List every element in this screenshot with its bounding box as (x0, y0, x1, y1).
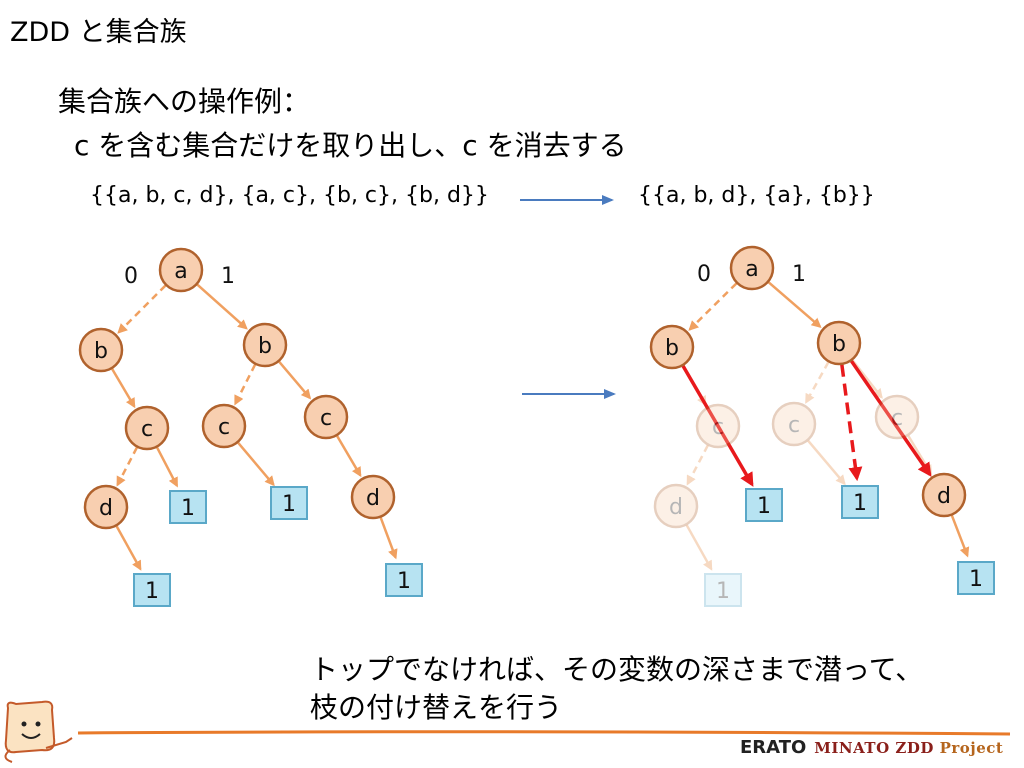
right-tree-edge-c2-t3 (807, 439, 846, 486)
set-family-before: {{a, b, c, d}, {a, c}, {b, c}, {b, d}} (90, 183, 489, 208)
slide-title: ZDD と集合族 (10, 17, 187, 48)
left-tree-edge-a-b2 (196, 283, 248, 330)
mascot-logo (4, 700, 73, 763)
left-tree-node-c2: c (201, 403, 247, 449)
node-label: 1 (716, 579, 730, 604)
node-label: c (141, 417, 153, 442)
node-label: c (788, 413, 800, 438)
right-tree-edge-label-one: 1 (792, 262, 806, 287)
right-tree-edge-a-b2 (767, 281, 822, 328)
node-label: d (669, 495, 683, 520)
left-tree-edge-b1-c1 (111, 368, 136, 409)
footer-brand: ERATO MINATO ZDD Project (740, 737, 1003, 758)
erato-logo: ERATO (740, 737, 807, 758)
right-tree-node-t1: 1 (745, 488, 783, 522)
right-tree-edge-b2-d2 (850, 360, 932, 477)
node-label: 1 (181, 496, 195, 521)
footer-minato: MINATO ZDD (814, 739, 934, 757)
right-tree-node-c2: c (771, 401, 817, 447)
node-label: b (94, 339, 108, 364)
left-tree-node-t1: 1 (169, 490, 207, 524)
node-label: d (99, 496, 113, 521)
left-tree-node-c1: c (124, 405, 170, 451)
left-tree-node-b2: b (242, 322, 288, 368)
left-tree-edge-d1-t2 (115, 525, 142, 571)
right-tree-edge-d2-t4 (950, 515, 970, 558)
node-label: 1 (969, 567, 983, 592)
right-tree-edge-c3-d2 (907, 435, 933, 476)
left-tree-node-a: a (158, 247, 204, 293)
node-label: b (665, 336, 679, 361)
left-tree-node-t3: 1 (270, 486, 308, 520)
left-tree-node-c3: c (303, 394, 349, 440)
node-label: 1 (145, 579, 159, 604)
left-tree-node-d2: d (350, 474, 396, 520)
right-tree-node-t4: 1 (957, 561, 995, 595)
right-tree-edge-label-zero: 0 (697, 262, 711, 287)
right-tree-edge-b2-c2 (805, 361, 830, 404)
section-heading: 集合族への操作例： (58, 85, 311, 118)
right-tree-edge-a-b1 (688, 282, 738, 331)
node-label: b (258, 334, 272, 359)
node-label: 1 (282, 492, 296, 517)
right-tree-node-d2: d (921, 472, 967, 518)
right-tree-node-t3: 1 (841, 485, 879, 519)
left-tree-edge-label-zero: 0 (124, 264, 138, 289)
left-tree-edge-c1-d1 (116, 446, 138, 487)
node-label: b (832, 332, 846, 357)
set-family-after: {{a, b, d}, {a}, {b}} (638, 183, 875, 208)
right-tree-node-c1: c (695, 403, 741, 449)
left-tree-node-d1: d (83, 484, 129, 530)
node-label: c (218, 415, 230, 440)
left-tree-edge-c3-d2 (336, 435, 362, 478)
right-tree-node-d1: d (653, 483, 699, 529)
right-tree-node-a: a (729, 245, 775, 291)
node-label: d (937, 484, 951, 509)
node-label: c (891, 406, 903, 431)
left-tree-edge-a-b1 (117, 284, 167, 334)
node-label: c (712, 415, 724, 440)
left-tree-node-b1: b (78, 327, 124, 373)
left-tree-edge-label-one: 1 (221, 264, 235, 289)
right-tree-edge-d1-t2 (685, 524, 713, 571)
node-label: a (174, 259, 187, 284)
node-label: c (320, 406, 332, 431)
left-tree-edge-d2-t4 (379, 517, 398, 560)
right-tree-node-b2: b (816, 320, 862, 366)
left-tree-node-t4: 1 (385, 563, 423, 597)
footer-project: Project (939, 739, 1004, 757)
left-tree-edge-c1-t1 (156, 446, 179, 488)
left-tree-edge-b2-c2 (234, 364, 257, 406)
right-tree-edge-b1-t1 (681, 365, 754, 487)
right-tree-node-t2: 1 (704, 573, 742, 607)
right-tree-node-b1: b (649, 324, 695, 370)
node-label: 1 (853, 491, 867, 516)
node-label: d (366, 486, 380, 511)
explanation-line-1: トップでなければ、その変数の深さまで潜って、 (310, 653, 924, 686)
left-tree-node-t2: 1 (133, 573, 171, 607)
right-tree-node-c3: c (874, 394, 920, 440)
right-tree-edge-c1-d1 (686, 444, 709, 486)
right-tree-edge-b2-t3 (840, 364, 863, 482)
left-tree-edge-c2-t3 (237, 442, 275, 487)
operation-description: c を含む集合だけを取り出し、c を消去する (74, 129, 627, 162)
node-label: 1 (757, 494, 771, 519)
node-label: 1 (397, 569, 411, 594)
node-label: a (745, 257, 758, 282)
right-tree-edge-b2-c3 (851, 359, 883, 399)
left-tree-edge-b2-c3 (278, 360, 312, 400)
footer-rule (77, 730, 1011, 736)
explanation-line-2: 枝の付け替えを行う (310, 691, 563, 724)
